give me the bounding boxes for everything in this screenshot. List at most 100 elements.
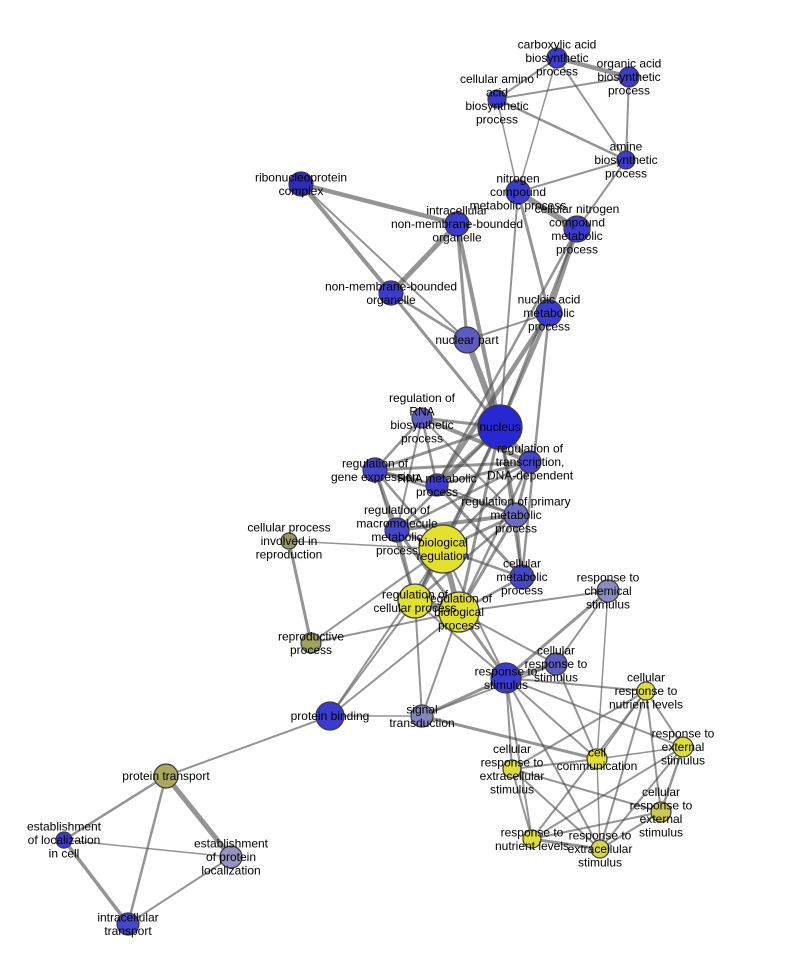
edge-cellular_response_nutrient_levels--response_external_stimulus — [645, 690, 684, 748]
edge-protein_binding--regulation_biological_process — [329, 611, 460, 717]
edge-establishment_localization_in_cell--intracellular_transport — [62, 838, 130, 926]
edge-carboxylic_acid_biosynthetic--organic_acid_biosynthetic — [554, 55, 632, 80]
edge-non_membrane_bounded_organelle--nucleus — [389, 291, 502, 429]
node-regulation_rna_biosynthetic[interactable] — [411, 407, 433, 429]
node-response_chemical_stimulus[interactable] — [596, 579, 620, 603]
edge-regulation_primary_metabolic--regulation_macromolecule_metabolic — [395, 513, 518, 532]
edge-establishment_localization_in_cell--establishment_protein_localization — [63, 839, 232, 858]
node-cellular_response_stimulus[interactable] — [544, 652, 568, 676]
node-amine_biosynthetic[interactable] — [616, 150, 636, 170]
node-response_external_stimulus[interactable] — [672, 736, 694, 758]
edge-cellular_process_involved_in_reproduction--biological_regulation — [288, 540, 444, 550]
node-cellular_response_nutrient_levels[interactable] — [636, 681, 656, 701]
edge-cell_communication--signal_transduction — [420, 714, 599, 761]
edge-nitrogen_compound_metabolic--nucleic_acid_metabolic — [516, 190, 551, 315]
node-rna_metabolic[interactable] — [425, 473, 449, 497]
edge-response_chemical_stimulus--cell_communication — [596, 590, 609, 760]
edge-carboxylic_acid_biosynthetic--nitrogen_compound_metabolic — [517, 57, 558, 193]
node-establishment_localization_in_cell[interactable] — [55, 831, 73, 849]
node-intracellular_transport[interactable] — [116, 912, 140, 936]
edge-response_stimulus--response_external_stimulus — [505, 677, 684, 748]
edge-cellular_response_stimulus--cell_communication — [555, 663, 598, 760]
edge-regulation_transcription_dna_dependent--regulation_gene_expression — [373, 460, 532, 472]
edge-cellular_response_nutrient_levels--cell_communication — [596, 690, 647, 760]
edge-response_external_stimulus--response_nutrient_levels — [531, 746, 684, 840]
edge-regulation_transcription_dna_dependent--regulation_biological_process — [457, 460, 532, 614]
node-organic_acid_biosynthetic[interactable] — [618, 66, 640, 88]
node-response_nutrient_levels[interactable] — [522, 829, 542, 849]
node-establishment_protein_localization[interactable] — [219, 845, 243, 869]
node-reproductive_process[interactable] — [300, 632, 322, 654]
edge-protein_binding--protein_transport — [165, 715, 331, 777]
edge-response_stimulus--regulation_cellular_process — [414, 600, 507, 679]
edge-carboxylic_acid_biosynthetic--amine_biosynthetic — [556, 57, 627, 161]
edge-cellular_response_extracellular_stimulus--response_nutrient_levels — [511, 768, 533, 840]
edge-intracellular_non_membrane_bounded_organelle--nuclear_part — [455, 222, 469, 342]
node-regulation_macromolecule_metabolic[interactable] — [384, 517, 410, 543]
edge-regulation_rna_biosynthetic--regulation_macromolecule_metabolic — [396, 417, 423, 531]
node-biological_regulation[interactable] — [418, 524, 468, 574]
node-regulation_transcription_dna_dependent[interactable] — [518, 450, 542, 474]
edge-ribonucleoprotein_complex--non_membrane_bounded_organelle — [299, 182, 393, 295]
node-cellular_process_involved_in_reproduction[interactable] — [280, 532, 298, 550]
edge-cellular_amino_acid_biosynthetic--amine_biosynthetic — [495, 97, 628, 162]
node-cellular_metabolic[interactable] — [509, 564, 535, 590]
node-regulation_gene_expression[interactable] — [362, 457, 388, 483]
edge-response_external_stimulus--cell_communication — [596, 746, 684, 760]
edge-amine_biosynthetic--nitrogen_compound_metabolic — [517, 159, 627, 193]
node-regulation_cellular_process[interactable] — [397, 583, 433, 619]
edge-response_stimulus--response_nutrient_levels — [505, 677, 533, 840]
edge-cellular_response_nutrient_levels--cellular_response_extracellular_stimulus — [511, 690, 647, 770]
edge-response_chemical_stimulus--regulation_biological_process — [458, 590, 609, 613]
edge-response_stimulus--cell_communication — [505, 677, 598, 760]
node-ribonucleoprotein_complex[interactable] — [288, 171, 314, 197]
edge-protein_transport--intracellular_transport — [126, 774, 168, 926]
edge-organic_acid_biosynthetic--cellular_amino_acid_biosynthetic — [496, 76, 630, 100]
node-cellular_response_extracellular_stimulus[interactable] — [502, 759, 522, 779]
node-nuclear_part[interactable] — [453, 326, 481, 354]
edge-regulation_transcription_dna_dependent--rna_metabolic — [435, 460, 532, 487]
edge-nitrogen_compound_metabolic--nucleus — [499, 191, 519, 428]
edge-cellular_process_involved_in_reproduction--reproductive_process — [287, 539, 313, 645]
edge-nucleic_acid_metabolic--rna_metabolic — [434, 310, 552, 488]
node-non_membrane_bounded_organelle[interactable] — [378, 280, 404, 306]
edge-cell_communication--response_extracellular_stimulus — [596, 758, 601, 850]
edge-non_membrane_bounded_organelle--nuclear_part — [389, 291, 469, 342]
node-cellular_amino_acid_biosynthetic[interactable] — [487, 89, 507, 109]
edge-nuclear_part--nucleic_acid_metabolic — [466, 312, 550, 341]
node-carboxylic_acid_biosynthetic[interactable] — [546, 47, 568, 69]
edge-establishment_protein_localization--intracellular_transport — [127, 856, 232, 925]
edge-response_extracellular_stimulus--cellular_response_external_stimulus — [599, 811, 662, 850]
node-nitrogen_compound_metabolic[interactable] — [505, 179, 531, 205]
node-regulation_primary_metabolic[interactable] — [503, 502, 529, 528]
edge-ribonucleoprotein_complex--intracellular_non_membrane_bounded_organelle — [298, 181, 460, 227]
node-response_stimulus[interactable] — [490, 662, 522, 694]
node-protein_binding[interactable] — [315, 701, 345, 731]
edge-response_external_stimulus--response_extracellular_stimulus — [599, 746, 684, 850]
edge-cellular_nitrogen_compound_metabolic--rna_metabolic — [435, 227, 579, 487]
edge-response_stimulus--cellular_response_nutrient_levels — [505, 677, 647, 692]
edge-reproductive_process--biological_regulation — [310, 548, 444, 644]
edge-signal_transduction--regulation_cellular_process — [414, 600, 423, 717]
node-intracellular_non_membrane_bounded_organelle[interactable] — [444, 211, 470, 237]
edge-cellular_amino_acid_biosynthetic--nitrogen_compound_metabolic — [496, 98, 519, 193]
edge-intracellular_non_membrane_bounded_organelle--non_membrane_bounded_organelle — [388, 221, 460, 296]
node-regulation_biological_process[interactable] — [438, 591, 480, 633]
edge-nucleic_acid_metabolic--cellular_metabolic — [520, 311, 551, 579]
edge-response_nutrient_levels--response_extracellular_stimulus — [530, 837, 602, 851]
node-response_extracellular_stimulus[interactable] — [590, 839, 610, 859]
edge-regulation_rna_biosynthetic--regulation_transcription_dna_dependent — [420, 416, 532, 464]
edge-carboxylic_acid_biosynthetic--cellular_amino_acid_biosynthetic — [496, 57, 558, 100]
node-cellular_response_external_stimulus[interactable] — [650, 801, 672, 823]
edge-organic_acid_biosynthetic--amine_biosynthetic — [625, 76, 630, 161]
node-cell_communication[interactable] — [586, 748, 608, 770]
edge-ribonucleoprotein_complex--nuclear_part — [300, 183, 468, 341]
node-signal_transduction[interactable] — [410, 704, 434, 728]
node-nucleic_acid_metabolic[interactable] — [535, 299, 563, 327]
node-protein_transport[interactable] — [153, 763, 179, 789]
node-cellular_nitrogen_compound_metabolic[interactable] — [563, 215, 591, 243]
edge-protein_binding--regulation_cellular_process — [329, 600, 416, 717]
node-nucleus[interactable] — [477, 404, 523, 450]
